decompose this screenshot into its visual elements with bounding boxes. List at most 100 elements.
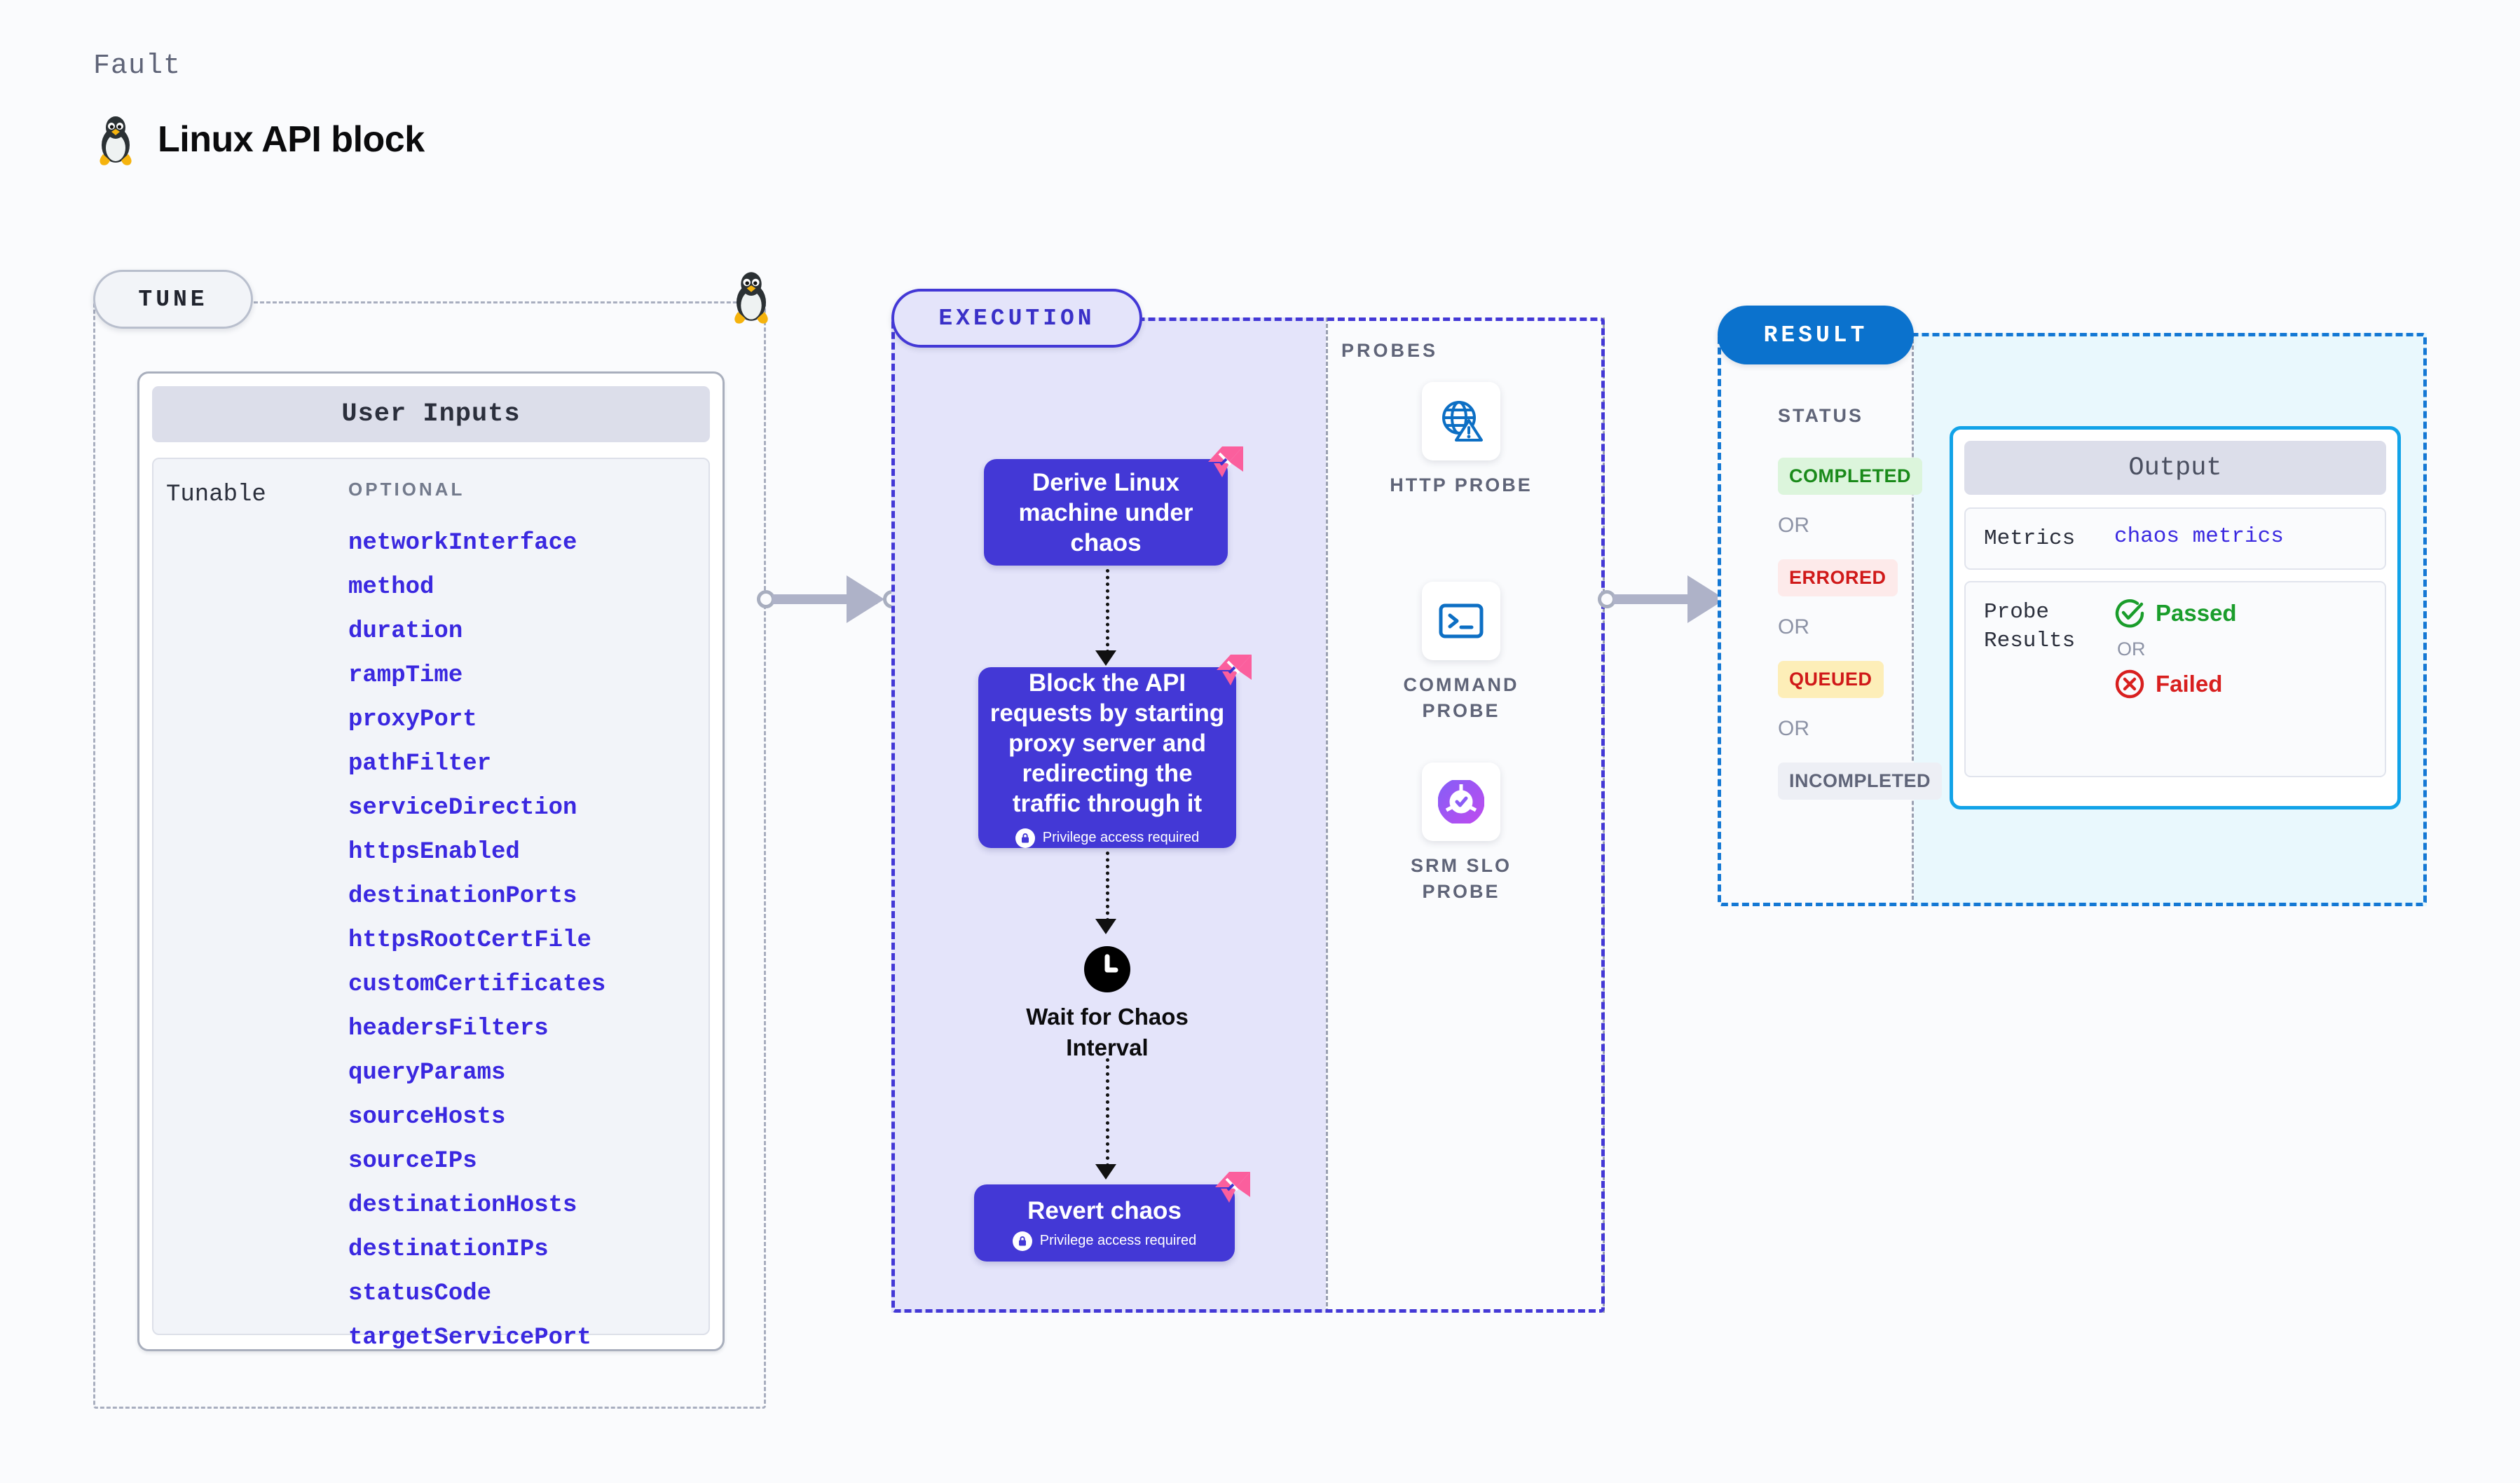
status-badge-completed: COMPLETED [1778,458,1923,495]
execution-node-block-api[interactable]: Block the API requests by starting proxy… [978,655,1252,848]
probe-results-label: Probe Results [1984,598,2114,655]
fault-eyebrow: Fault [93,50,182,82]
param-item[interactable]: duration [348,618,463,645]
probe-results-label-line2: Results [1984,629,2076,653]
result-status-background [1718,333,1914,906]
param-item[interactable]: destinationPorts [348,883,577,910]
status-badge-incompleted: INCOMPLETED [1778,763,1943,800]
param-item[interactable]: httpsRootCertFile [348,927,591,954]
result-pill[interactable]: RESULT [1718,306,1914,364]
terminal-icon [1439,603,1484,638]
param-item[interactable]: sourceIPs [348,1148,477,1175]
wait-caption-line2: Interval [1066,1034,1149,1060]
execution-region [891,317,1605,1313]
flow-line-3 [1106,1058,1109,1167]
probe-tile [1422,582,1500,660]
metrics-label: Metrics [1984,526,2076,551]
probe-result-passed: Passed [2114,598,2237,629]
flow-arrow-3 [1095,1164,1116,1180]
probe-http[interactable]: HTTP PROBE [1374,382,1549,498]
status-title: STATUS [1778,405,1863,426]
probe-label: SRM SLO [1410,855,1512,876]
param-item[interactable]: destinationHosts [348,1192,577,1219]
probe-tile [1422,382,1500,460]
linux-tux-border-icon [734,272,768,324]
probe-srm-slo[interactable]: SRM SLO PROBE [1374,763,1549,904]
metrics-row: Metrics chaos metrics [1964,507,2386,570]
status-or-2: OR [1778,615,1809,638]
wait-node: Wait for Chaos Interval [1016,946,1198,1062]
status-or-3: OR [1778,717,1809,740]
execution-node-revert[interactable]: Revert chaos Privilege access required [974,1172,1250,1262]
optional-group-label: OPTIONAL [348,479,465,500]
probe-results-label-line1: Probe [1984,600,2050,624]
flow-line-1 [1106,569,1109,653]
chaos-badge-icon [1215,1172,1250,1203]
x-circle-icon [2115,669,2144,699]
probe-label: COMMAND [1403,674,1519,695]
execution-node-text: Block the API requests by starting proxy… [989,669,1225,817]
probe-label: PROBE [1422,700,1500,721]
user-inputs-body: Tunable OPTIONAL networkInterface method… [152,458,710,1351]
param-item[interactable]: queryParams [348,1060,506,1086]
param-item[interactable]: destinationIPs [348,1236,549,1263]
chaos-badge-icon [1208,446,1243,477]
param-item[interactable]: serviceDirection [348,795,577,821]
param-item[interactable]: sourceHosts [348,1104,506,1130]
connector-tune-to-execution [757,575,904,624]
globe-warning-icon [1442,401,1483,442]
param-item[interactable]: headersFilters [348,1016,549,1042]
chaos-badge-icon [1217,655,1252,685]
probe-result-failed: Failed [2114,669,2237,699]
execution-node-text: Derive Linux machine under chaos [1018,468,1193,556]
output-card: Output Metrics chaos metrics Probe Resul… [1950,426,2401,809]
privilege-note: Privilege access required [1015,828,1199,848]
probe-label: PROBE [1422,881,1500,902]
status-badge-queued: QUEUED [1778,661,1884,698]
probe-result-or: OR [2117,638,2146,660]
tune-region [93,301,766,1409]
fault-title-row: Linux API block [93,112,425,167]
probe-command[interactable]: COMMAND PROBE [1374,582,1549,723]
flow-line-2 [1106,852,1109,922]
check-circle-icon [2115,599,2144,628]
param-item[interactable]: networkInterface [348,530,577,556]
probe-results-values: Passed OR Failed [2114,598,2237,699]
clock-icon [1084,946,1130,992]
passed-label: Passed [2156,600,2237,626]
privilege-note: Privilege access required [1012,1231,1197,1251]
lock-icon [1012,1231,1032,1251]
execution-node-derive[interactable]: Derive Linux machine under chaos [984,446,1243,566]
param-item[interactable]: httpsEnabled [348,839,520,866]
execution-pill[interactable]: EXECUTION [891,289,1142,348]
status-badge-errored: ERRORED [1778,559,1898,596]
param-item[interactable]: targetServicePort [348,1325,591,1351]
privilege-text: Privilege access required [1039,1233,1197,1248]
probe-results-row: Probe Results Passed OR Fai [1964,581,2386,777]
page-title: Linux API block [158,119,425,160]
lock-icon [1015,828,1035,848]
param-item[interactable]: customCertificates [348,971,606,998]
flow-arrow-1 [1095,650,1116,666]
wait-caption-line1: Wait for Chaos [1026,1004,1189,1030]
user-inputs-card: User Inputs Tunable OPTIONAL networkInte… [137,371,725,1351]
output-title: Output [1964,441,2386,495]
privilege-text: Privilege access required [1042,830,1200,845]
param-list: OPTIONAL networkInterface method duratio… [341,479,701,1351]
slo-donut-check-icon [1438,780,1484,823]
probe-label: HTTP PROBE [1390,474,1533,496]
probe-tile [1422,763,1500,841]
param-item[interactable]: statusCode [348,1280,492,1307]
probes-title: PROBES [1341,340,1439,361]
failed-label: Failed [2156,671,2223,697]
flow-arrow-2 [1095,919,1116,934]
linux-tux-icon [100,116,132,165]
param-item[interactable]: proxyPort [348,706,477,733]
param-item[interactable]: pathFilter [348,751,492,777]
param-item[interactable]: method [348,574,434,601]
result-region [1718,333,2427,906]
metrics-value[interactable]: chaos metrics [2114,524,2284,549]
tune-pill[interactable]: TUNE [93,270,253,329]
param-item[interactable]: rampTime [348,662,463,689]
